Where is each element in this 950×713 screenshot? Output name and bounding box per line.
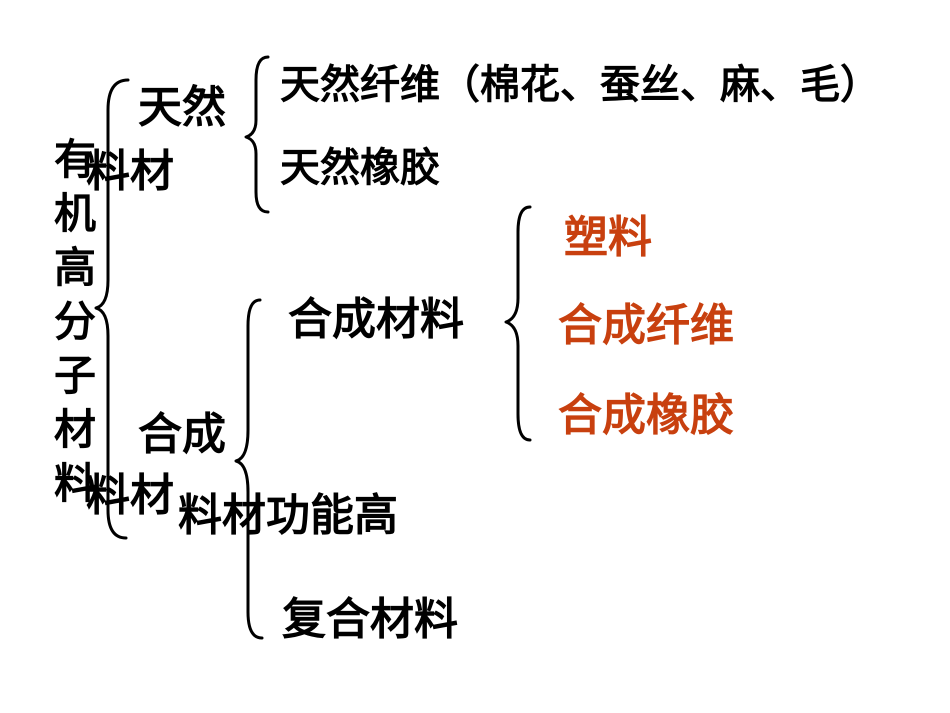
type-plastic: 塑料 [564,212,652,263]
type-synthetic-rubber: 合成橡胶 [558,390,734,441]
synthetic-label-line2: 料材 [86,470,174,521]
conventional-brace [504,205,532,442]
type-synthetic-fiber: 合成纤维 [558,300,734,351]
synthetic-item-conventional: 合成材料 [288,294,464,345]
synthetic-label-line1: 合成 [138,409,226,460]
natural-item-rubber: 天然橡胶 [280,145,440,191]
root-label: 有机高分子材料 [53,135,96,508]
natural-brace [244,55,270,214]
root-brace [94,78,130,540]
natural-label-line1: 天然 [138,82,226,133]
synthetic-item-composite: 复合材料 [282,594,458,645]
synthetic-brace [234,298,264,640]
natural-label-line2: 料材 [86,146,174,197]
synthetic-item-functional: 料材功能高 [178,490,398,541]
natural-item-fiber: 天然纤维（棉花、蚕丝、麻、毛） [280,62,880,108]
